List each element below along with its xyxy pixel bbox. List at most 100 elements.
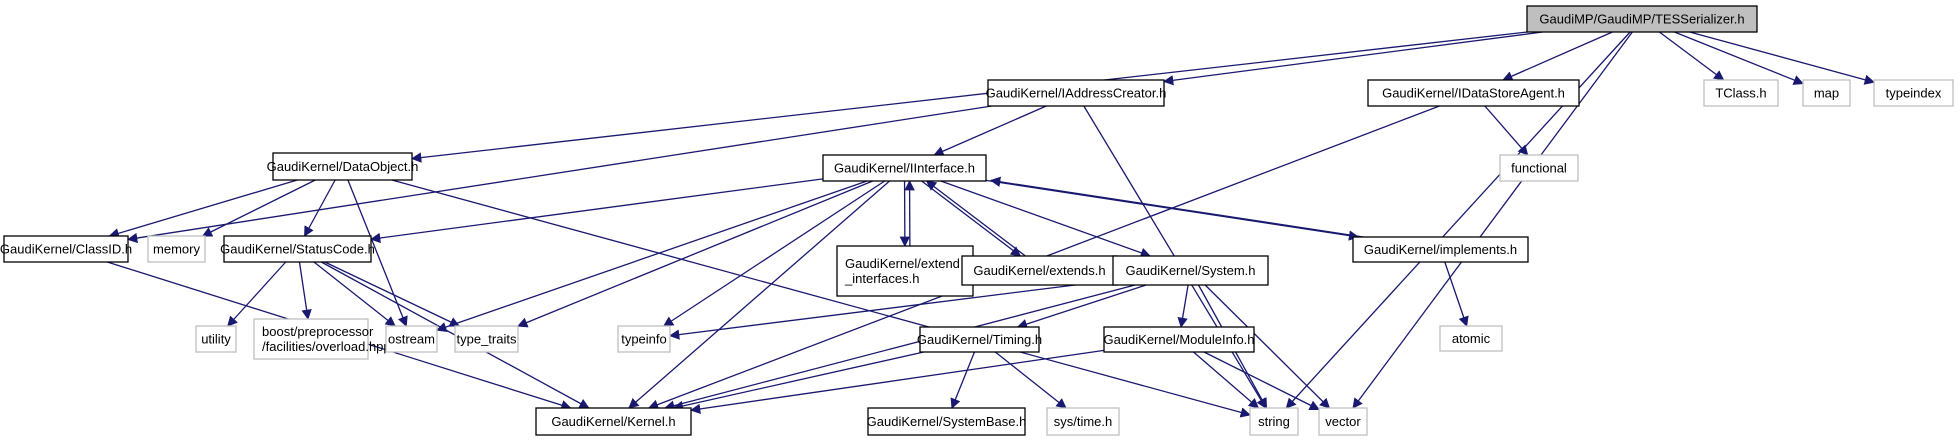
- edge-iinterface-to-typetraits: [517, 180, 873, 328]
- node-dataobj-label: GaudiKernel/DataObject.h: [267, 159, 419, 174]
- node-memory: memory: [147, 235, 206, 263]
- edge-moduleinfo-to-string: [1193, 351, 1260, 409]
- node-utility-label: utility: [201, 332, 231, 347]
- node-system[interactable]: GaudiKernel/System.h: [1112, 255, 1269, 286]
- edge-system-to-kernel: [664, 284, 1136, 411]
- node-atomic-label: atomic: [1452, 331, 1491, 346]
- node-typetraits-label: type_traits: [457, 332, 517, 347]
- node-systembase[interactable]: GaudiKernel/SystemBase.h: [867, 407, 1027, 436]
- node-statuscode-box[interactable]: [223, 235, 372, 263]
- node-tclass: TClass.h: [1703, 79, 1779, 107]
- node-system-box[interactable]: [1112, 255, 1269, 286]
- edge-iaddr-to-classid: [126, 105, 992, 244]
- node-iaddr[interactable]: GaudiKernel/IAddressCreator.h: [986, 79, 1167, 107]
- edge-system-to-vector: [1204, 284, 1331, 409]
- edge-root-to-dataobj: [410, 31, 1528, 163]
- node-extends[interactable]: GaudiKernel/extends.h: [961, 255, 1118, 286]
- node-implements[interactable]: GaudiKernel/implements.h: [1352, 236, 1529, 263]
- node-kernel-box[interactable]: [535, 407, 692, 436]
- edge-iinterface-to-kernel: [628, 180, 891, 409]
- node-implements-box[interactable]: [1352, 236, 1529, 263]
- node-moduleinfo-box[interactable]: [1103, 326, 1255, 353]
- edge-iinterface-to-ostream: [436, 180, 868, 333]
- node-iaddr-label: GaudiKernel/IAddressCreator.h: [986, 86, 1167, 101]
- node-extint[interactable]: GaudiKernel/extend_interfaces.h: [836, 245, 974, 297]
- edge-statuscode-to-boost: [298, 261, 312, 321]
- edge-dataobj-to-ostream: [347, 179, 408, 327]
- node-systime-label: sys/time.h: [1054, 414, 1113, 429]
- node-string: string: [1249, 407, 1299, 436]
- edge-statuscode-to-ostream: [313, 261, 396, 327]
- node-systembase-box[interactable]: [867, 407, 1026, 436]
- edge-timing-to-systime: [994, 351, 1067, 409]
- node-dataobj-box[interactable]: [272, 152, 413, 181]
- node-classid-label: GaudiKernel/ClassID.h: [0, 242, 132, 257]
- edge-root-to-string: [1285, 31, 1631, 409]
- node-vector-box: [1318, 407, 1368, 436]
- edge-iinterface-to-system: [940, 180, 1152, 258]
- node-functional-box: [1499, 154, 1579, 182]
- edge-moduleinfo-to-vector: [1203, 351, 1320, 411]
- node-timing[interactable]: GaudiKernel/Timing.h: [917, 326, 1042, 353]
- node-implements-label: GaudiKernel/implements.h: [1364, 242, 1517, 257]
- node-ostream-label: ostream: [388, 332, 435, 347]
- node-iaddr-box[interactable]: [987, 79, 1165, 107]
- node-system-label: GaudiKernel/System.h: [1125, 263, 1255, 278]
- node-ostream: ostream: [385, 325, 438, 353]
- node-boost: boost/preprocessor/facilities/overload.h…: [253, 318, 391, 360]
- node-root[interactable]: GaudiMP/GaudiMP/TESSerializer.h: [1526, 5, 1758, 33]
- node-string-label: string: [1258, 414, 1290, 429]
- node-idsa[interactable]: GaudiKernel/IDataStoreAgent.h: [1367, 79, 1580, 107]
- node-extint-label: _interfaces.h: [844, 271, 919, 286]
- node-root-label: GaudiMP/GaudiMP/TESSerializer.h: [1539, 12, 1744, 27]
- node-moduleinfo-label: GaudiKernel/ModuleInfo.h: [1103, 332, 1254, 347]
- node-systime-box: [1046, 407, 1120, 436]
- node-ostream-box: [385, 325, 438, 353]
- edge-root-to-map: [1674, 31, 1804, 85]
- edge-dataobj-to-string: [391, 179, 1252, 418]
- edge-implements-to-atomic: [1444, 261, 1469, 327]
- node-kernel[interactable]: GaudiKernel/Kernel.h: [535, 407, 692, 436]
- node-dataobj[interactable]: GaudiKernel/DataObject.h: [267, 152, 419, 181]
- edge-moduleinfo-to-kernel: [689, 349, 1105, 415]
- node-utility: utility: [195, 325, 237, 353]
- node-classid-box[interactable]: [3, 235, 129, 263]
- node-tclass-label: TClass.h: [1715, 86, 1766, 101]
- node-memory-label: memory: [153, 242, 200, 257]
- node-memory-box: [147, 235, 206, 263]
- node-statuscode-label: GaudiKernel/StatusCode.h: [220, 242, 375, 257]
- node-boost-box: [253, 318, 369, 360]
- node-root-box[interactable]: [1526, 5, 1758, 33]
- node-tclass-box: [1703, 79, 1779, 107]
- node-idsa-box[interactable]: [1367, 79, 1580, 107]
- node-boost-label: /facilities/overload.hpp: [262, 339, 391, 354]
- edge-system-to-timing: [1016, 284, 1147, 330]
- node-typeindex-label: typeindex: [1886, 86, 1942, 101]
- node-timing-box[interactable]: [919, 326, 1040, 353]
- node-statuscode[interactable]: GaudiKernel/StatusCode.h: [220, 235, 375, 263]
- node-map-label: map: [1814, 86, 1839, 101]
- edge-root-to-typeindex: [1689, 31, 1876, 85]
- edge-root-to-idsa: [1502, 31, 1613, 81]
- edge-root-to-vector: [1352, 31, 1633, 409]
- node-systime: sys/time.h: [1046, 407, 1120, 436]
- node-vector-label: vector: [1325, 414, 1361, 429]
- edge-dataobj-to-memory: [201, 179, 316, 237]
- node-kernel-label: GaudiKernel/Kernel.h: [551, 414, 675, 429]
- edge-iinterface-to-statuscode: [369, 178, 824, 244]
- node-string-box: [1249, 407, 1299, 436]
- edge-extends-to-iinterface: [925, 180, 1026, 257]
- edge-timing-to-systembase: [950, 351, 976, 409]
- node-moduleinfo[interactable]: GaudiKernel/ModuleInfo.h: [1103, 326, 1255, 353]
- node-extint-label: GaudiKernel/extend: [845, 256, 960, 271]
- edge-statuscode-to-utility: [227, 261, 287, 327]
- node-classid[interactable]: GaudiKernel/ClassID.h: [0, 235, 132, 263]
- node-atomic: atomic: [1439, 325, 1503, 352]
- node-idsa-label: GaudiKernel/IDataStoreAgent.h: [1382, 86, 1565, 101]
- node-utility-box: [195, 325, 237, 353]
- edge-dataobj-to-statuscode: [304, 179, 336, 237]
- node-iinterface-box[interactable]: [822, 154, 987, 182]
- node-iinterface[interactable]: GaudiKernel/IInterface.h: [822, 154, 987, 182]
- node-map: map: [1802, 79, 1851, 107]
- node-typetraits-box: [454, 325, 519, 353]
